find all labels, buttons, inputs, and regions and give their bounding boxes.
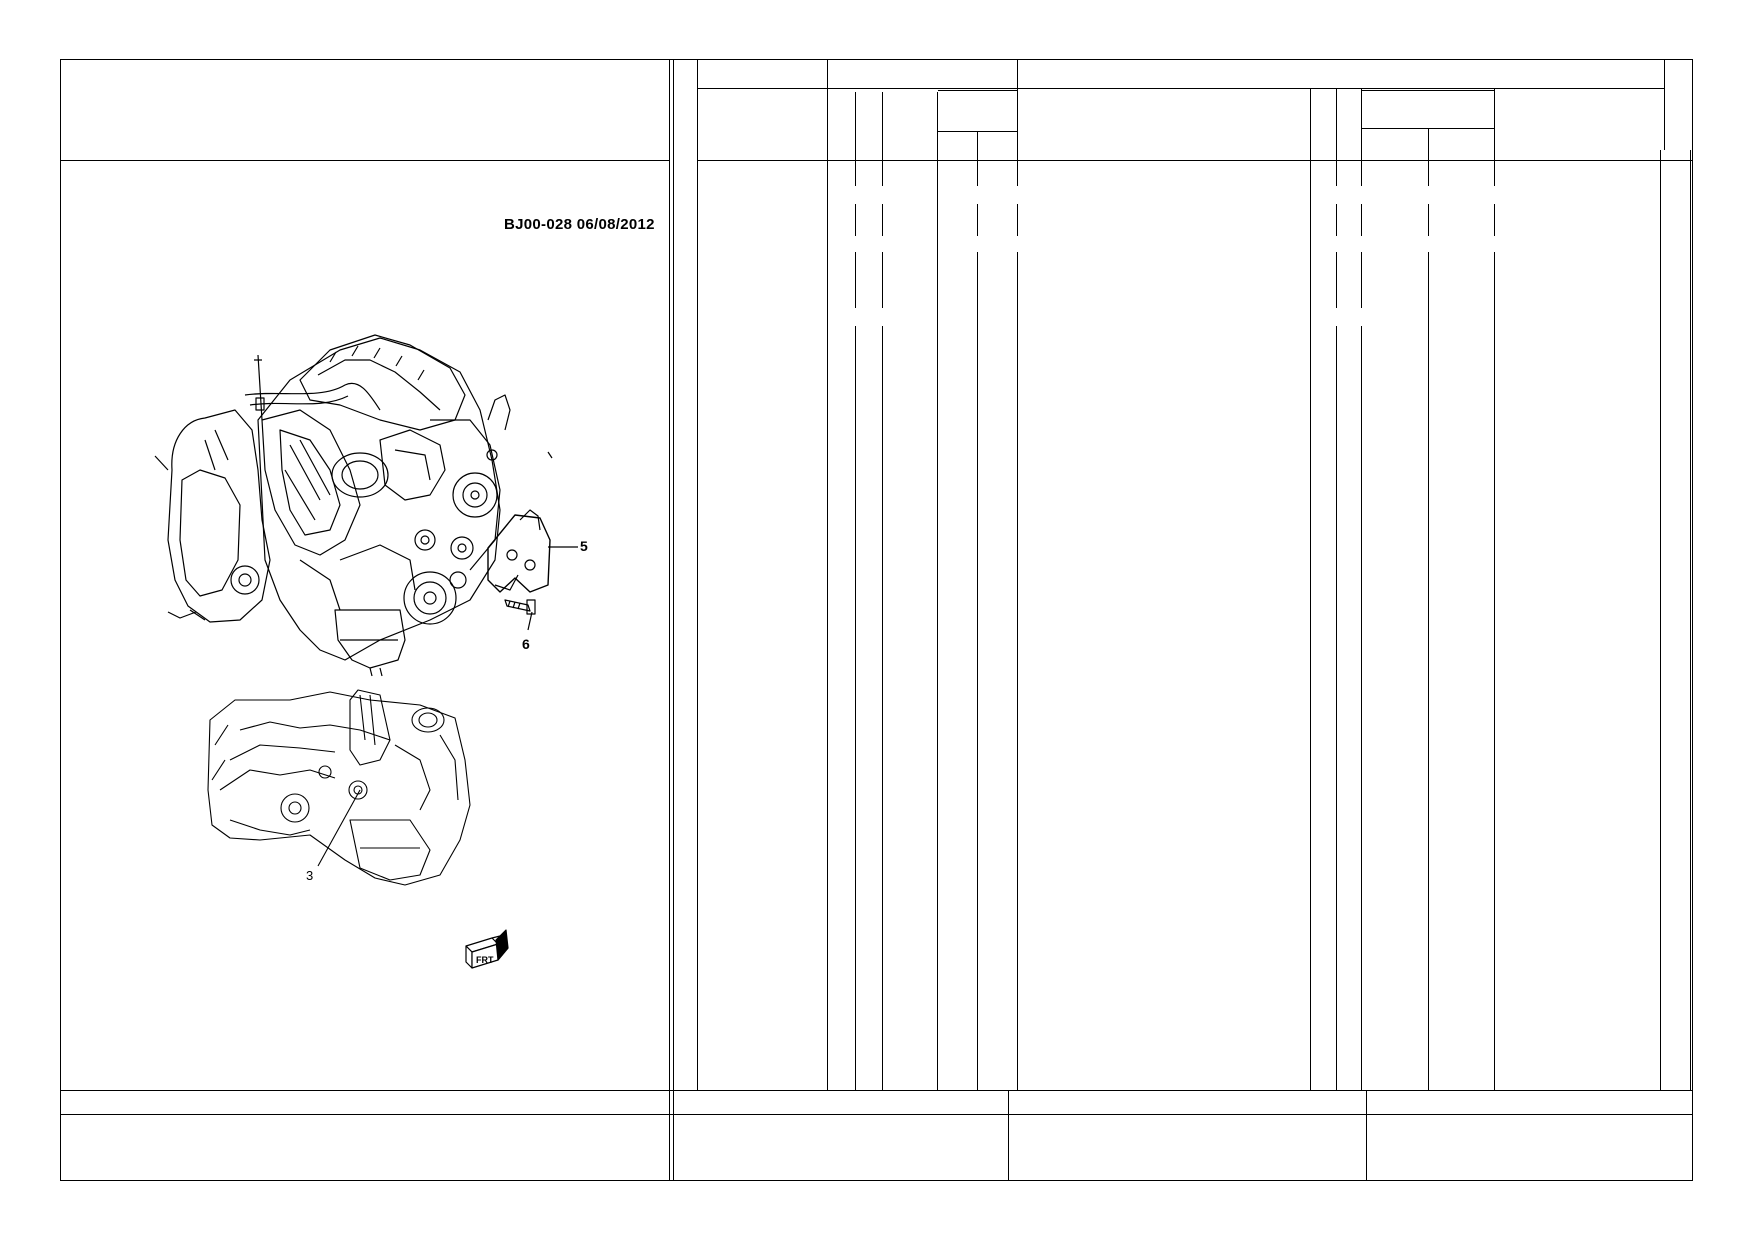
front-label: FRT <box>476 955 494 965</box>
drawing-reference-code: BJ00-028 06/08/2012 <box>504 216 655 233</box>
front-direction-arrow-icon: FRT <box>465 929 509 969</box>
page-border <box>60 59 1693 1181</box>
oil-pan-detail-illustration <box>207 689 471 886</box>
callout-6: 6 <box>522 636 530 652</box>
engine-assembly-illustration <box>154 334 578 677</box>
callout-3: 3 <box>306 868 314 883</box>
callout-5: 5 <box>580 538 588 554</box>
